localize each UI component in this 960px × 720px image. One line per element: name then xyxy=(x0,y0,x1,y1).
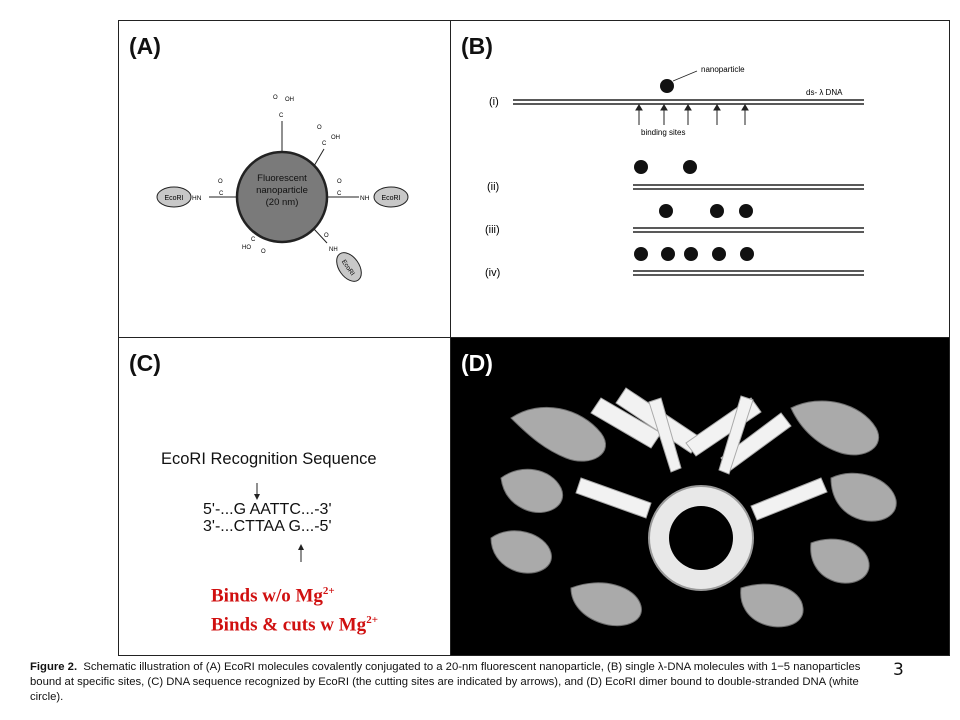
page-number: 3 xyxy=(893,660,904,680)
left-oxygen: O xyxy=(218,179,223,185)
dna-binding-diagram: (i) ds- λ DNA nanoparticle binding sites… xyxy=(485,65,864,279)
enzyme-lower-right xyxy=(336,252,362,282)
note-1-sup: 2+ xyxy=(322,585,335,597)
row-iii-particle-2 xyxy=(710,204,724,218)
right-carbon: C xyxy=(337,191,342,197)
note-1-text: Binds w/o Mg xyxy=(211,585,323,607)
lower-left-bond xyxy=(253,230,263,238)
binding-sites-label: binding sites xyxy=(641,128,685,137)
top-carbon: C xyxy=(279,113,284,119)
lower-right-bond xyxy=(313,228,328,244)
upper-right-oh: OH xyxy=(331,135,340,141)
panel-c-label: (C) xyxy=(129,350,161,376)
left-linker: HN xyxy=(192,195,202,202)
dna-label: ds- λ DNA xyxy=(806,88,843,97)
lower-right-linker: NH xyxy=(329,247,338,253)
row-ii-particle-2 xyxy=(683,160,697,174)
row-iv-particle-4 xyxy=(712,247,726,261)
upper-right-carbon: C xyxy=(322,141,327,147)
sequence-bottom-strand: 3'-...CTTAA G...-5' xyxy=(203,518,332,535)
top-oh: OH xyxy=(285,97,294,103)
lower-left-carbon: C xyxy=(251,237,256,243)
nanoparticle-conjugate-diagram: Fluorescent nanoparticle (20 nm) C O OH … xyxy=(156,95,409,282)
lower-left-oxygen: O xyxy=(261,249,266,255)
dna-circle-hole xyxy=(669,506,733,570)
enzyme-right-label: EcoRI xyxy=(381,195,400,202)
row-ii-label: (ii) xyxy=(487,181,499,193)
row-i-label: (i) xyxy=(489,96,499,108)
top-oxygen: O xyxy=(273,95,278,101)
core-label-line3: (20 nm) xyxy=(266,197,299,208)
enzyme-left-label: EcoRI xyxy=(164,195,183,202)
caption-prefix: Figure 2. xyxy=(30,661,78,673)
sequence-top-strand: 5'-...G AATTC...-3' xyxy=(203,501,332,518)
right-oxygen: O xyxy=(337,179,342,185)
core-label-line1: Fluorescent xyxy=(257,173,307,184)
panel-b: (B) (i) ds- λ DNA nanoparticle binding s… xyxy=(450,20,950,338)
recognition-sequence-title: EcoRI Recognition Sequence xyxy=(161,450,377,468)
core-label-line2: nanoparticle xyxy=(256,185,308,196)
figure-caption: Figure 2. Schematic illustration of (A) … xyxy=(30,660,890,705)
enzyme-left xyxy=(156,186,192,208)
right-linker: NH xyxy=(360,195,370,202)
nanoparticle-label: nanoparticle xyxy=(701,65,745,74)
caption-text: Schematic illustration of (A) EcoRI mole… xyxy=(30,661,861,703)
row-iv-label: (iv) xyxy=(485,267,500,279)
row-iii-particle-1 xyxy=(659,204,673,218)
nanoparticle-pointer xyxy=(672,70,698,82)
lower-right-oxygen: O xyxy=(324,233,329,239)
note-binds-without-mg: Binds w/o Mg2+ xyxy=(211,585,335,607)
row-ii-particle-1 xyxy=(634,160,648,174)
row-iv-particle-5 xyxy=(740,247,754,261)
protein-dna-structure-image xyxy=(490,387,897,628)
note-2-sup: 2+ xyxy=(366,614,378,626)
left-carbon: C xyxy=(219,191,224,197)
row-iii-label: (iii) xyxy=(485,224,500,236)
row-iv-particle-3 xyxy=(684,247,698,261)
row-iv-particle-2 xyxy=(661,247,675,261)
upper-right-bond xyxy=(313,148,325,167)
enzyme-right xyxy=(373,186,409,208)
figure: (A) Fluorescent nanoparticle (20 nm) C O… xyxy=(118,20,950,656)
row-iii-particle-3 xyxy=(739,204,753,218)
nanoparticle-dot xyxy=(660,79,674,93)
panel-d-label: (D) xyxy=(461,350,493,376)
note-2-text: Binds & cuts w Mg xyxy=(211,614,367,636)
panel-a-label: (A) xyxy=(129,33,161,59)
panel-c: (C) EcoRI Recognition Sequence 5'-...G A… xyxy=(118,337,451,656)
panel-d: (D) xyxy=(450,337,950,656)
row-iv-particle-1 xyxy=(634,247,648,261)
binding-site-arrows xyxy=(635,104,749,125)
cut-site-arrows xyxy=(254,483,304,562)
upper-right-oxygen: O xyxy=(317,125,322,131)
note-binds-cuts-with-mg: Binds & cuts w Mg2+ xyxy=(211,614,378,636)
lower-left-ho: HO xyxy=(242,245,251,251)
panel-b-label: (B) xyxy=(461,33,493,59)
panel-a: (A) Fluorescent nanoparticle (20 nm) C O… xyxy=(118,20,451,338)
